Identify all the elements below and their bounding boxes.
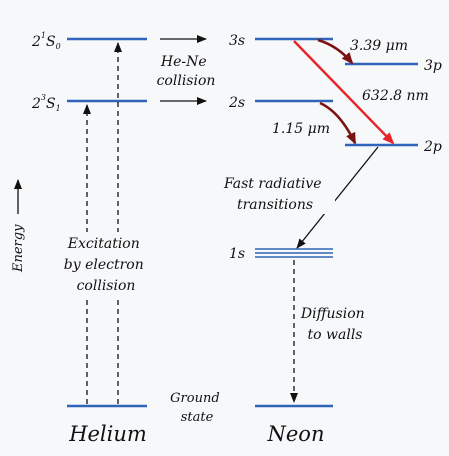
neon-label-3p: 3p (424, 58, 442, 74)
helium-level-lower-label: 23S1 (31, 93, 61, 113)
diffusion-label: Diffusion to walls (300, 306, 369, 343)
neon-name: Neon (267, 422, 325, 446)
helium-level-upper-label: 21S0 (31, 31, 61, 51)
transition-label-3-39um: 3.39 μm (350, 38, 408, 54)
neon-label-2s: 2s (228, 95, 245, 111)
transition-1-15um-arrow (319, 101, 357, 145)
helium-name: Helium (68, 422, 147, 446)
fast-radiative-arrow (296, 146, 379, 249)
neon-label-3s: 3s (229, 33, 245, 49)
transition-label-1-15um: 1.15 μm (272, 121, 330, 137)
ground-state-label: Ground state (170, 391, 224, 425)
neon-label-2p: 2p (423, 139, 442, 155)
excitation-label: Excitation by electron collision (64, 236, 148, 294)
transition-3-39um-arrow (317, 38, 354, 65)
collision-label: He-Ne collision (157, 54, 216, 89)
energy-axis-label: Energy (11, 224, 26, 273)
transition-632-8nm-arrow (293, 40, 395, 145)
neon-label-1s: 1s (229, 246, 245, 262)
transition-label-632-8nm: 632.8 nm (362, 88, 429, 104)
fast-radiative-label: Fast radiative transitions (223, 176, 326, 213)
